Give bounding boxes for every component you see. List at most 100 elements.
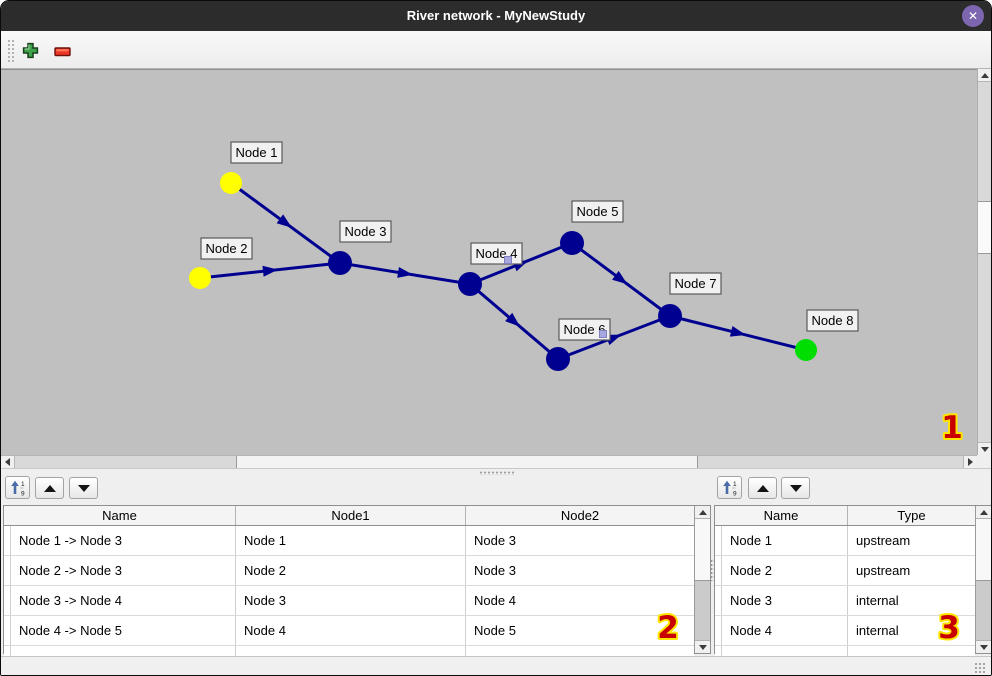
arrow-left-icon [5,458,10,466]
add-button[interactable] [22,42,39,62]
edges-move-down-button[interactable] [69,477,98,499]
svg-text:1: 1 [21,481,25,488]
canvas-vertical-scrollbar[interactable] [977,69,991,455]
nodes-move-down-button[interactable] [781,477,810,499]
horizontal-scroll-thumb[interactable] [236,456,698,468]
column-header-node1[interactable]: Node1 [236,506,466,525]
table-cell[interactable]: Node 4 -> Node 5 [11,616,236,645]
scroll-up-button[interactable] [978,69,991,82]
edges-table-scrollbar[interactable] [694,506,710,653]
row-header-stub [4,586,11,615]
canvas-horizontal-scrollbar[interactable] [1,455,977,468]
node-label-box[interactable] [806,309,859,332]
table-cell[interactable]: Node 2 -> Node 3 [11,556,236,585]
edges-move-up-button[interactable] [35,477,64,499]
table-cell[interactable]: Node 2 [236,556,466,585]
triangle-up-icon [43,484,56,492]
table-row[interactable]: Node 3 internal [715,586,975,616]
vertical-splitter-handle-icon[interactable] [710,559,714,581]
table-cell[interactable]: upstream [856,533,911,548]
toolbar [1,31,991,69]
column-header-name[interactable]: Name [715,506,848,525]
node-label-box[interactable] [230,141,283,164]
resize-grip-icon[interactable] [974,662,987,673]
arrow-up-icon [979,509,988,515]
table-cell[interactable]: internal [856,623,899,638]
row-header-stub [715,556,722,585]
scroll-thumb[interactable] [695,519,710,581]
scroll-down-button[interactable] [978,442,991,455]
table-row[interactable]: Node 1 upstream [715,526,975,556]
edge-handle[interactable] [504,256,512,264]
node-label-box[interactable] [558,318,611,341]
node-label-box[interactable] [571,200,624,223]
table-cell[interactable]: upstream [856,563,911,578]
scroll-left-button[interactable] [1,456,15,468]
toolbar-drag-handle-icon[interactable] [7,39,14,63]
table-cell[interactable]: Node 3 [474,563,516,578]
scroll-down-button[interactable] [695,640,710,653]
table-cell[interactable]: Node 4 [236,616,466,645]
network-node[interactable] [458,272,482,296]
node-label-box[interactable] [669,272,722,295]
table-cell[interactable]: Node 4 [474,593,516,608]
network-node[interactable] [328,251,352,275]
table-cell[interactable]: Node 3 [722,586,848,615]
network-node[interactable] [220,172,242,194]
scroll-up-button[interactable] [695,506,710,519]
table-cell[interactable]: Node 5 [474,623,516,638]
node-label-box[interactable] [200,237,253,260]
edge-handle[interactable] [599,330,607,338]
vertical-scroll-thumb[interactable] [978,201,991,254]
table-cell[interactable]: Node 3 -> Node 4 [11,586,236,615]
table-cell[interactable]: Node 1 [722,526,848,555]
network-node[interactable] [658,304,682,328]
scroll-down-button[interactable] [976,640,991,653]
node-label-box[interactable] [339,220,392,243]
sort-ascending-icon: 1 9 [10,480,25,496]
sort-ascending-icon: 1 9 [722,480,737,496]
network-node[interactable] [560,231,584,255]
close-button[interactable]: ✕ [962,5,984,27]
table-cell[interactable]: Node 4 [722,616,848,645]
remove-button[interactable] [54,45,71,60]
table-row[interactable]: Node 2 upstream [715,556,975,586]
nodes-sort-button[interactable]: 1 9 [717,476,742,499]
node-label: Node 1 [236,145,278,160]
scroll-thumb[interactable] [976,519,991,581]
table-cell[interactable]: internal [856,593,899,608]
scroll-up-button[interactable] [976,506,991,519]
column-header-node2[interactable]: Node2 [560,508,600,523]
edges-sort-button[interactable]: 1 9 [5,476,30,499]
horizontal-splitter[interactable] [1,468,991,475]
network-node[interactable] [189,267,211,289]
nodes-move-up-button[interactable] [748,477,777,499]
splitter-handle-icon [479,471,515,475]
column-header-name[interactable]: Name [4,506,236,525]
row-header-stub [715,526,722,555]
table-cell[interactable]: Node 1 [236,526,466,555]
nodes-table-scrollbar[interactable] [975,506,991,653]
network-node[interactable] [795,339,817,361]
table-cell[interactable]: Node 3 [236,586,466,615]
table-cell[interactable]: Node 1 -> Node 3 [11,526,236,555]
table-cell[interactable]: Node 2 [722,556,848,585]
edge-arrow-icon [397,266,413,278]
scroll-right-button[interactable] [963,456,977,468]
table-row[interactable]: Node 4 internal [715,616,975,646]
titlebar[interactable]: River network - MyNewStudy ✕ [1,1,991,31]
network-node[interactable] [546,347,570,371]
edge-arrow-icon [505,312,521,327]
edge-arrow-icon [729,325,746,337]
column-header-type[interactable]: Type [897,508,926,523]
table-cell[interactable]: Node 3 [474,533,516,548]
